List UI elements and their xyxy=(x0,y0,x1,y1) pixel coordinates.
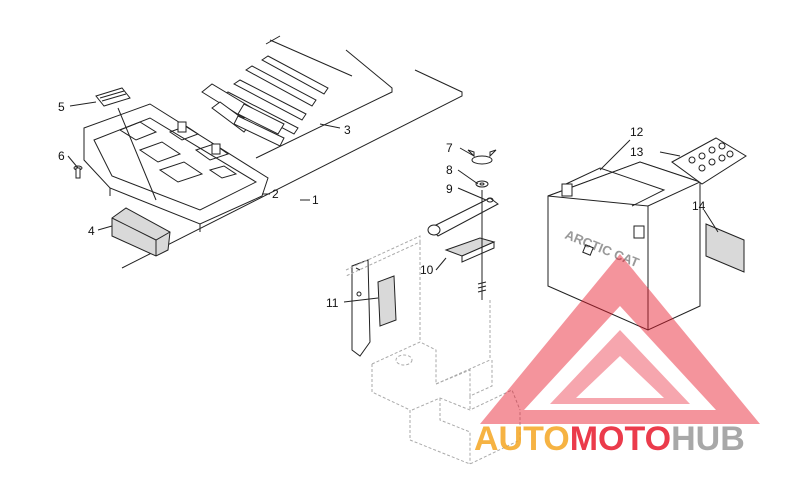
decal-label xyxy=(95,87,131,107)
callout-12: 12 xyxy=(630,125,644,139)
callout-9: 9 xyxy=(446,182,453,196)
callout-4: 4 xyxy=(88,224,95,238)
battery: ARCTIC CAT xyxy=(547,161,702,331)
callout-3: 3 xyxy=(344,123,351,137)
battery-decal xyxy=(705,223,745,273)
screwdriver-tool xyxy=(265,35,353,77)
frame-phantom xyxy=(345,235,521,465)
leader-lines xyxy=(67,101,719,303)
callout-10: 10 xyxy=(420,263,434,277)
hold-down-bar xyxy=(427,197,499,237)
svg-text:AUTOMOTOHUB: AUTOMOTOHUB xyxy=(474,420,745,458)
socket-tool xyxy=(201,83,285,147)
callout-1: 1 xyxy=(312,193,319,207)
watermark-auto: AUTO xyxy=(474,420,570,458)
callout-14: 14 xyxy=(692,199,706,213)
foam-pad xyxy=(111,207,171,257)
callout-6: 6 xyxy=(58,149,65,163)
side-pad xyxy=(377,275,397,327)
hold-down-pad xyxy=(444,237,496,263)
watermark-logo: AUTOMOTOHUB xyxy=(474,254,760,458)
watermark-hub: HUB xyxy=(671,420,745,458)
callout-11: 11 xyxy=(326,296,339,310)
hold-down-rod xyxy=(477,190,487,300)
callout-2: 2 xyxy=(272,187,279,201)
callouts: 1 2 3 4 5 6 7 8 9 10 11 12 13 14 xyxy=(58,100,706,310)
assembly-bracket-3 xyxy=(255,49,393,159)
watermark-moto: MOTO xyxy=(570,420,671,458)
callout-5: 5 xyxy=(58,100,65,114)
wing-nut xyxy=(467,149,497,165)
callout-7: 7 xyxy=(446,141,453,155)
terminal-hardware xyxy=(671,137,747,185)
tool-set xyxy=(201,35,353,147)
assembly-bracket-1 xyxy=(121,69,463,269)
retainer-strap xyxy=(351,259,371,357)
washer xyxy=(475,180,489,188)
watermark-triangle-icon xyxy=(480,254,760,424)
callout-13: 13 xyxy=(630,145,644,159)
callout-8: 8 xyxy=(446,163,453,177)
tool-tray xyxy=(83,103,269,232)
